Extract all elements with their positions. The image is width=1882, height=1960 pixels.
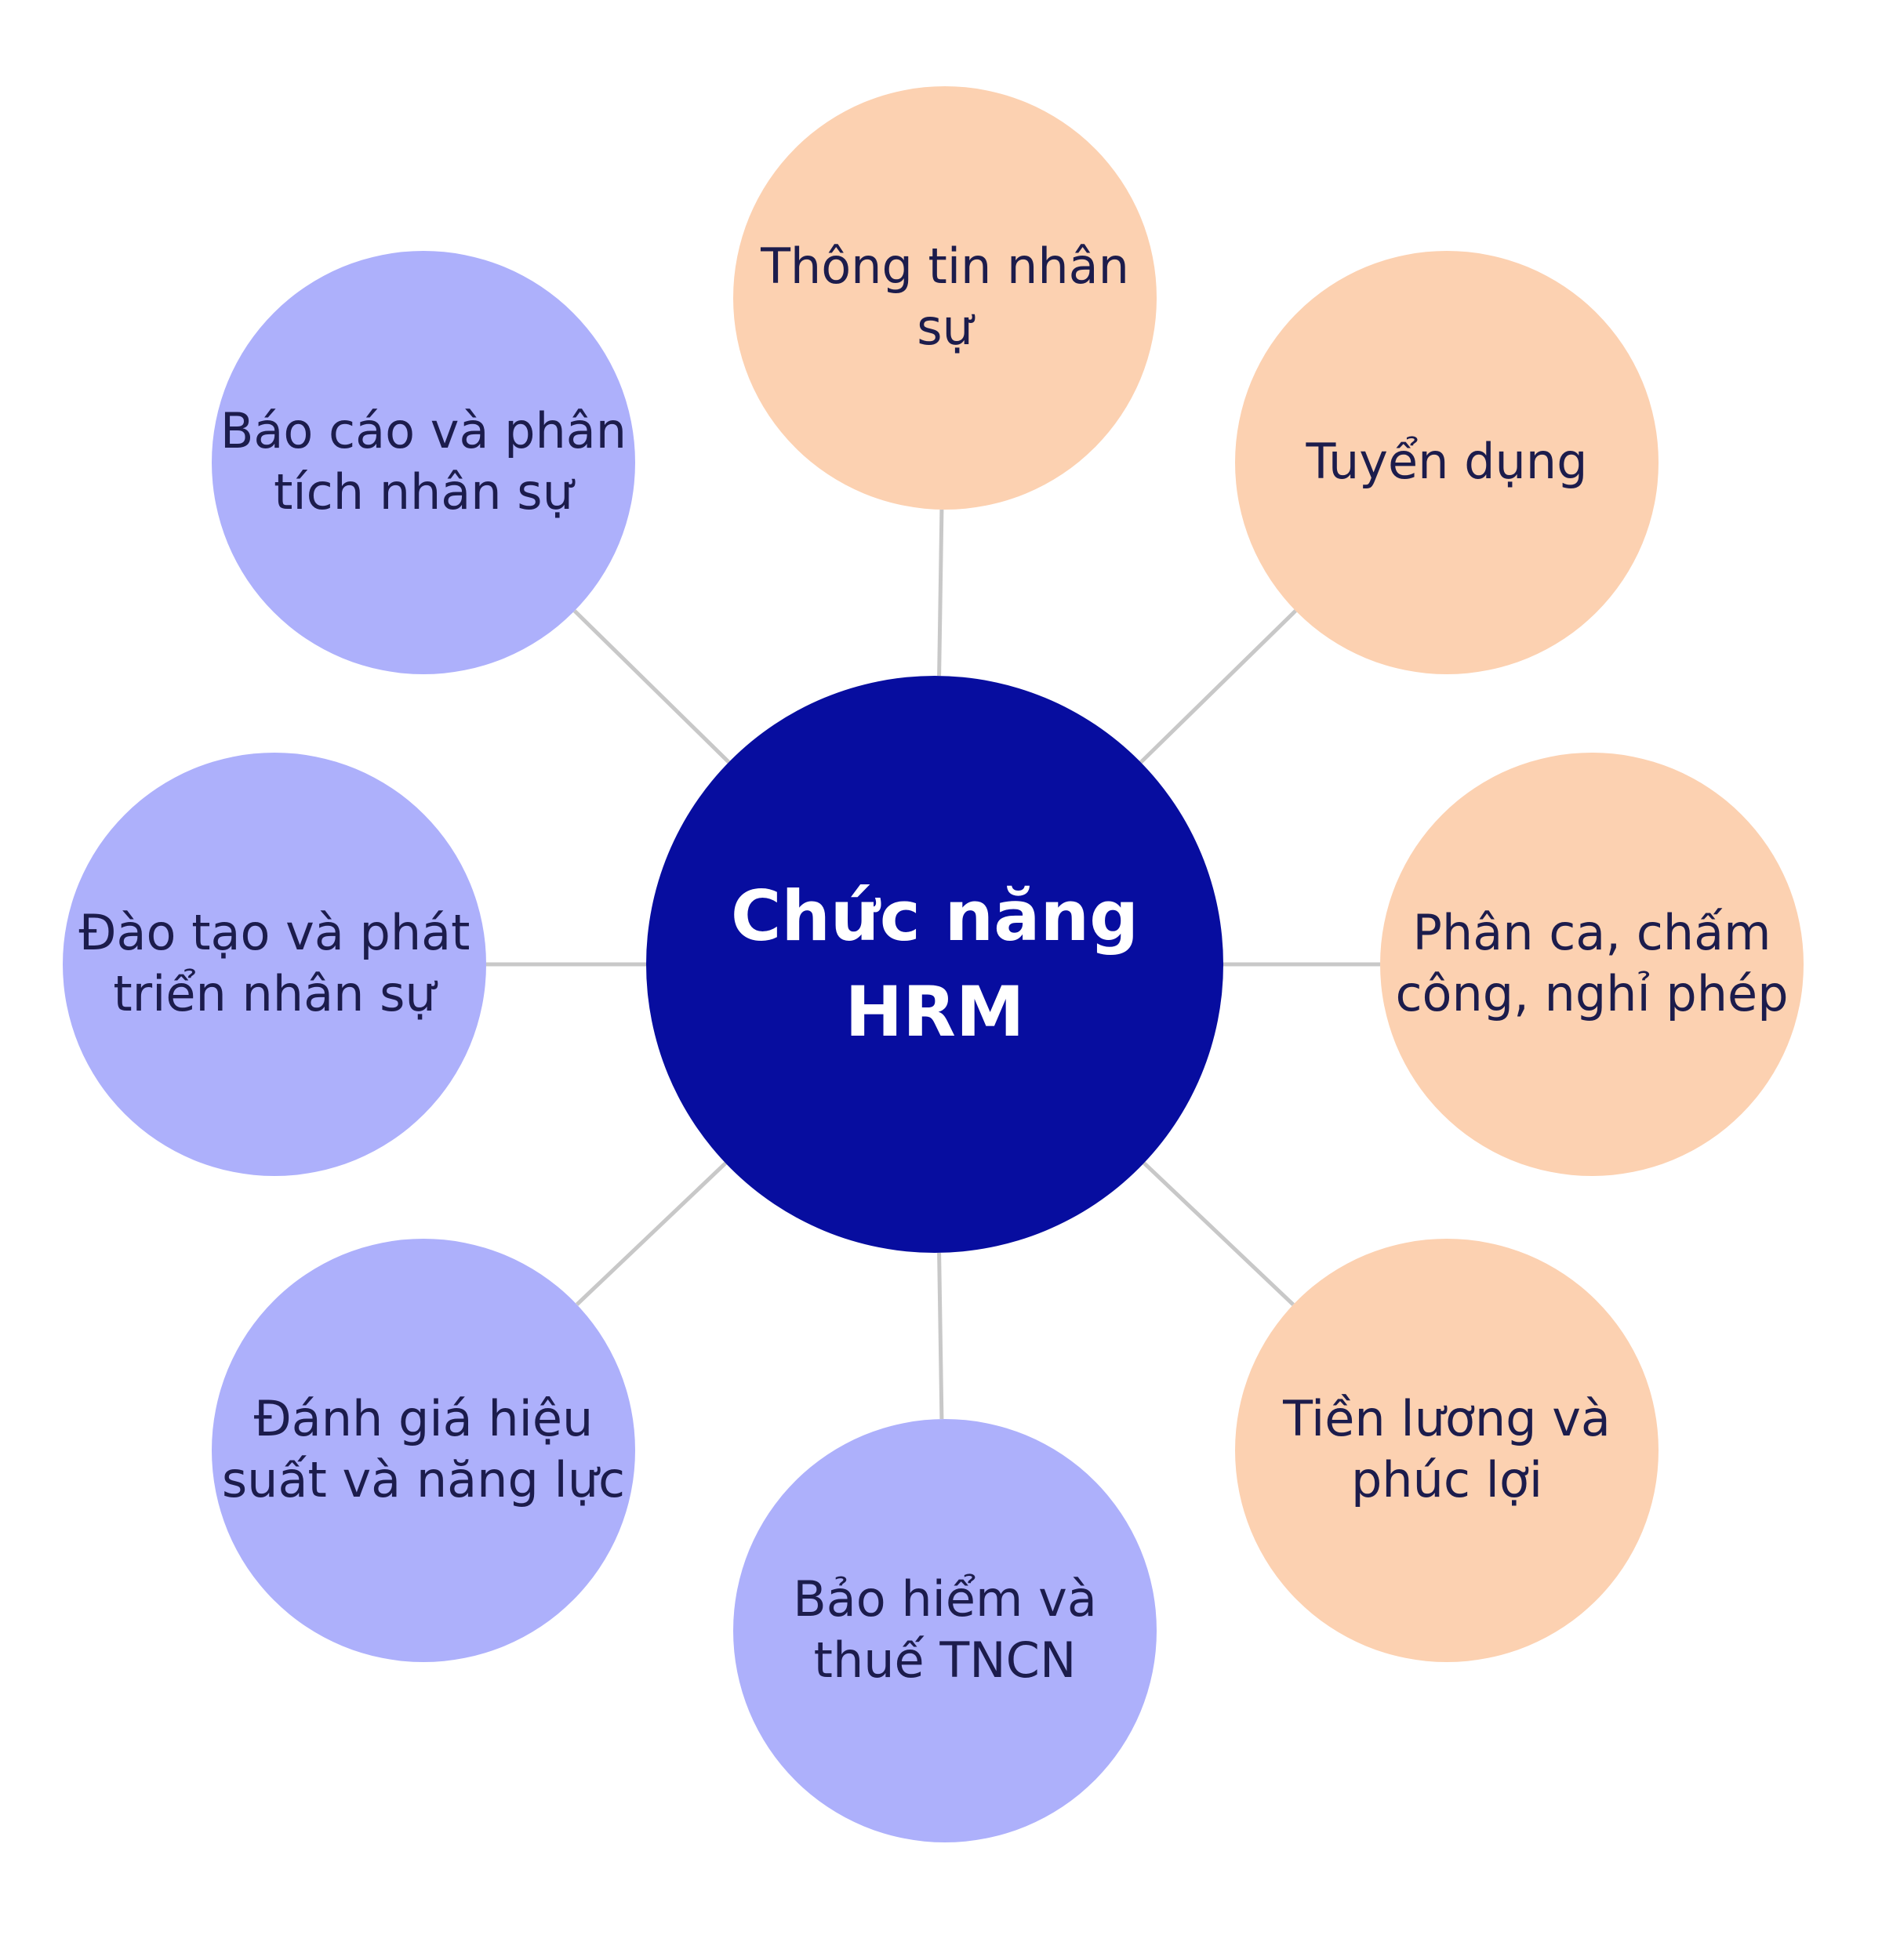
node-tuyen-dung: Tuyển dụng [1235,251,1659,674]
node-label-line: Phân ca, chấm [1413,904,1771,961]
connector-tien-luong [1143,1161,1295,1306]
node-label-line: Thông tin nhân [760,238,1129,295]
node-label-line: công, nghỉ phép [1395,965,1788,1022]
node-circle-bao-cao [212,251,635,674]
connector-danh-gia [575,1161,728,1306]
hub-title-line: HRM [845,971,1025,1052]
connector-bao-hiem [937,1252,944,1420]
node-label-line: Đào tạo và phát [79,904,470,961]
node-label-line: phúc lợi [1351,1451,1542,1508]
node-label-line: thuế TNCN [814,1632,1077,1689]
connector-lines [486,509,1380,1420]
node-label-line: triển nhân sự [113,965,438,1022]
node-circle-phan-ca [1380,753,1804,1176]
node-label-line: Đánh giá hiệu [254,1390,594,1447]
node-label-line: suất và năng lực [222,1451,625,1508]
node-circle-tuyen-dung [1235,251,1659,674]
node-circle-tien-luong [1235,1239,1659,1662]
node-label-line: sự [917,299,975,356]
connector-bao-cao [572,609,731,764]
node-circle-danh-gia [212,1239,635,1662]
node-circle-bao-hiem [733,1419,1157,1842]
node-label-tuyen-dung: Tuyển dụng [1306,433,1588,490]
connector-tuyen-dung [1139,609,1297,764]
node-label-line: Báo cáo và phân [220,402,627,459]
node-circle-thong-tin-nhan-su [733,86,1157,510]
connector-thong-tin-nhan-su [937,509,944,677]
node-circle-dao-tao [63,753,486,1176]
node-label-line: Tiền lương và [1282,1390,1611,1447]
node-label-line: tích nhân sự [274,463,576,521]
node-label-line: Bảo hiểm và [793,1570,1097,1628]
hub-circle [646,676,1223,1253]
node-label-line: Tuyển dụng [1306,433,1588,490]
hub-title-line: Chức năng [731,876,1139,956]
